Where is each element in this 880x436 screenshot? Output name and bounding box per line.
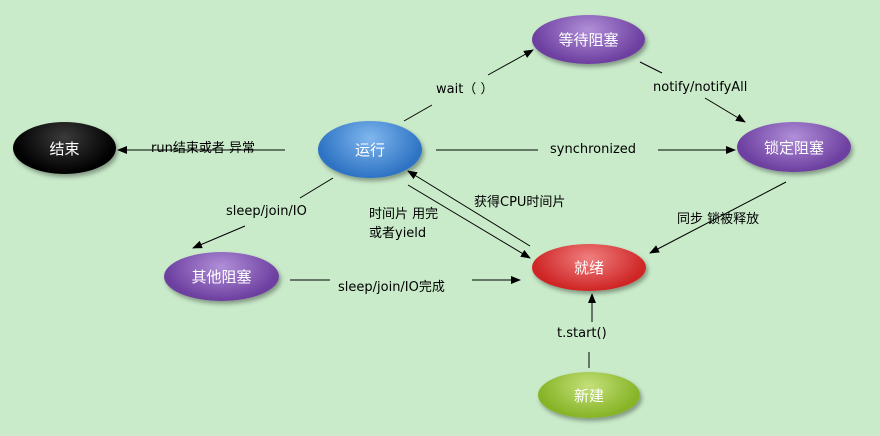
label-synchronized: synchronized [550,142,637,157]
label-notify: notify/notifyAll [653,80,748,95]
label-lock-release: 同步 锁被释放 [677,212,760,227]
label-get-cpu: 获得CPU时间片 [474,195,566,210]
node-waiting: 等待阻塞 [532,15,645,64]
line-sleep-tail [299,177,334,199]
node-other-label: 其他阻塞 [191,268,252,286]
arrow-waiting-to-locked [704,97,746,123]
label-timeslice-line1: 时间片 用完 [369,207,439,222]
label-start: t.start() [557,326,607,341]
node-new-label: 新建 [573,386,604,405]
line-running-to-waiting-tail [403,104,433,122]
node-locked: 锁定阻塞 [737,122,851,172]
node-locked-label: 锁定阻塞 [763,138,824,157]
label-wait: wait（ ） [436,82,494,97]
arrow-locked-to-ready [649,181,787,254]
arrow-running-to-ready [407,184,531,259]
node-end: 结束 [13,122,116,174]
arrow-running-to-waiting [487,49,534,76]
node-running: 运行 [318,121,422,178]
node-waiting-label: 等待阻塞 [558,31,619,49]
node-ready: 就绪 [532,244,646,291]
label-sleep-done: sleep/join/IO完成 [338,280,445,295]
label-sleep: sleep/join/IO [226,204,307,219]
node-new: 新建 [538,372,640,418]
node-other: 其他阻塞 [164,252,279,301]
node-ready-label: 就绪 [573,259,604,277]
node-end-label: 结束 [49,139,80,158]
label-timeslice-line2: 或者yield [369,226,427,241]
node-running-label: 运行 [354,141,385,159]
line-waiting-to-locked-tail [639,61,663,74]
label-run-end: run结束或者 异常 [151,141,255,156]
arrow-ready-to-running [407,170,531,247]
arrow-sleep [192,225,246,249]
